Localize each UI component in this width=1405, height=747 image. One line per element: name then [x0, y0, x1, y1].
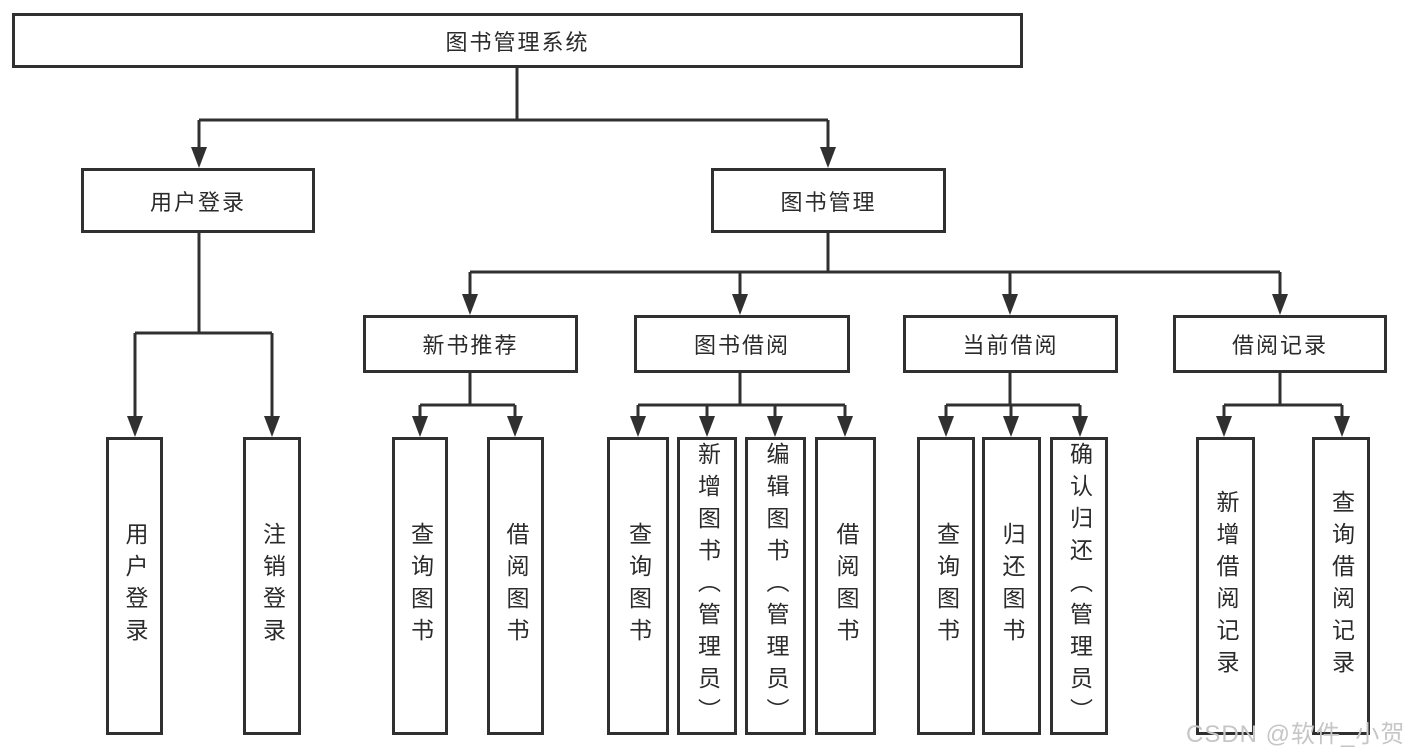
arrow-down-icon	[1216, 416, 1232, 437]
leaf-return-books: 归还图书	[982, 437, 1041, 735]
leaf-user-login: 用户登录	[106, 437, 163, 735]
arrow-down-icon	[191, 147, 207, 168]
node-book-borrow: 图书借阅	[634, 315, 850, 373]
arrow-down-icon	[630, 416, 646, 437]
arrow-down-icon	[732, 294, 748, 315]
leaf-borrow-books-recommend: 借阅图书	[487, 437, 544, 735]
node-borrow-records: 借阅记录	[1173, 315, 1387, 373]
leaf-query-borrow-record: 查询借阅记录	[1312, 437, 1370, 735]
watermark: CSDN @软件_小贺同学	[1186, 721, 1405, 747]
arrow-down-icon	[820, 147, 836, 168]
arrow-down-icon	[264, 416, 280, 437]
node-book-management-module: 图书管理	[711, 168, 946, 233]
leaf-logout: 注销登录	[243, 437, 301, 735]
leaf-add-borrow-record: 新增借阅记录	[1196, 437, 1255, 735]
tree-edges	[133, 68, 1344, 419]
node-root-system: 图书管理系统	[12, 13, 1023, 68]
arrow-down-icon	[507, 416, 523, 437]
node-new-book-recommend: 新书推荐	[363, 315, 578, 373]
arrow-down-icon	[767, 416, 783, 437]
arrowhead-icons	[127, 147, 1350, 437]
leaf-borrow-books: 借阅图书	[815, 437, 876, 735]
leaf-query-books-current: 查询图书	[917, 437, 975, 735]
arrow-down-icon	[699, 416, 715, 437]
leaf-add-books-admin: 新增图书（管理员）	[677, 437, 737, 735]
arrow-down-icon	[1272, 294, 1288, 315]
arrow-down-icon	[462, 294, 478, 315]
arrow-down-icon	[1334, 416, 1350, 437]
leaf-query-books-borrow: 查询图书	[607, 437, 669, 735]
arrow-down-icon	[412, 416, 428, 437]
node-current-borrow: 当前借阅	[903, 315, 1118, 373]
leaf-query-books-recommend: 查询图书	[392, 437, 448, 735]
leaf-edit-books-admin: 编辑图书（管理员）	[745, 437, 806, 735]
arrow-down-icon	[837, 416, 853, 437]
node-user-login-module: 用户登录	[81, 168, 315, 233]
arrow-down-icon	[1003, 416, 1019, 437]
arrow-down-icon	[938, 416, 954, 437]
arrow-down-icon	[1002, 294, 1018, 315]
arrow-down-icon	[1072, 416, 1088, 437]
leaf-confirm-return-admin: 确认归还（管理员）	[1050, 437, 1108, 735]
arrow-down-icon	[127, 416, 143, 437]
